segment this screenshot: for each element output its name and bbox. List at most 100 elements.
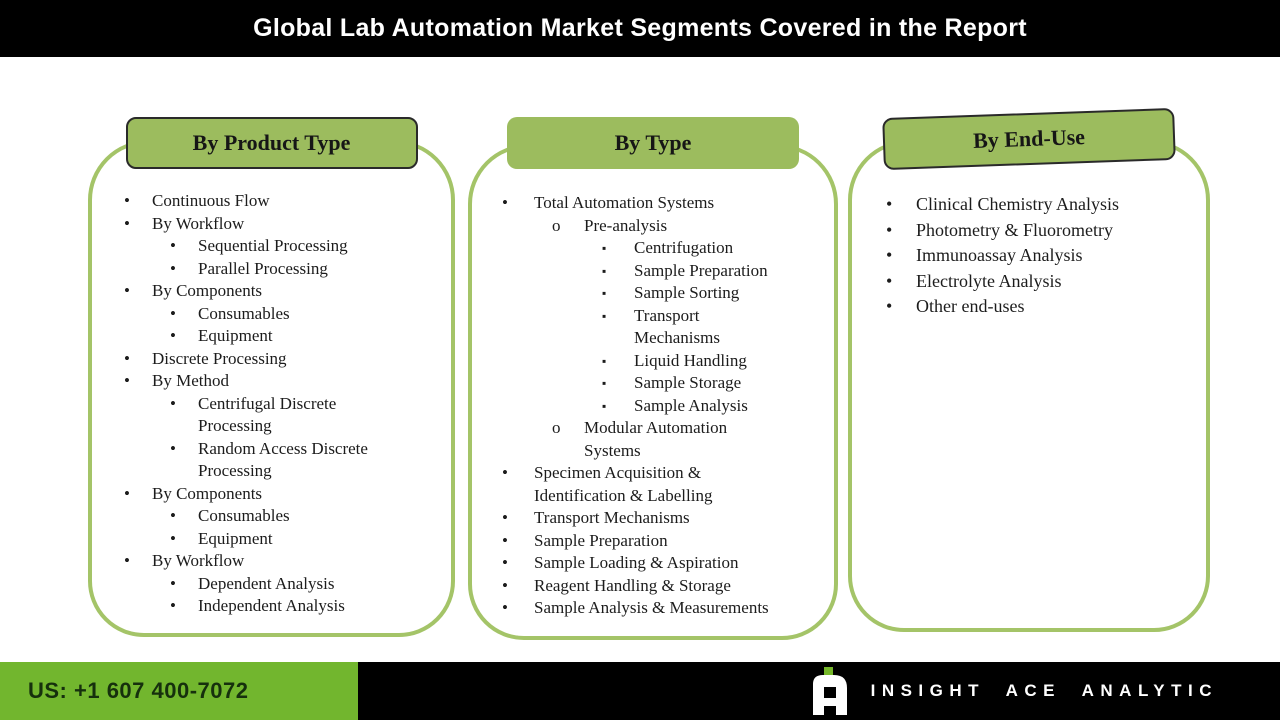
segment-item-label: By Components [152,483,263,503]
square-bullet-icon: ▪ [602,353,607,368]
segment-item: •Independent Analysis [118,595,441,618]
segment-item-label: Immunoassay Analysis [916,245,1083,265]
segment-item: •By Workflow [118,213,441,236]
segment-item: o Modular Automation Systems [496,417,822,462]
brand-logo: INSIGHT ACE ANALYTIC [812,662,1218,720]
bullet-icon: • [124,371,130,390]
segment-item-label: Parallel Processing [198,258,328,278]
segment-item-label: Sample Preparation [634,260,768,280]
bullet-icon: • [124,483,130,503]
segment-item: •Discrete Processing [118,348,441,371]
segment-item-label: Sample Analysis [634,395,748,415]
title-bar: Global Lab Automation Market Segments Co… [0,0,1280,57]
square-bullet-icon: ▪ [602,308,607,323]
bullet-icon: • [170,506,176,525]
page-title: Global Lab Automation Market Segments Co… [253,14,1027,42]
segment-item: •Other end-uses [878,294,1196,320]
panel-header-by-product-type: By Product Type [125,117,418,169]
segment-item-label: Photometry & Fluorometry [916,219,1113,240]
bullet-icon: • [502,193,508,212]
segment-item-label: Dependent Analysis [198,573,335,593]
bullet-icon: • [886,270,893,291]
bullet-icon: • [124,191,130,210]
segment-item: • Continuous Flow [118,190,441,213]
segment-item-label: Modular Automation Systems [584,418,728,460]
segment-list: •Continuous Flow•By Workflow•Sequential … [92,144,451,618]
bullet-icon: • [124,348,130,368]
segment-item: •Centrifugal Discrete Processing [118,393,441,438]
logo-green-dot-icon [823,667,833,676]
segment-item-label: Total Automation Systems [534,193,715,212]
segment-item-label: Equipment [198,528,273,548]
bullet-icon: • [170,326,176,345]
phone-number: US: +1 607 400-7072 [28,678,249,703]
segment-item-label: Sample Preparation [534,530,668,550]
bullet-icon: • [170,393,176,413]
bullet-icon: • [502,598,508,617]
segment-item-label: Random Access Discrete Processing [198,438,368,481]
bullet-icon: • [502,463,508,482]
segment-item: •Sample Preparation [496,530,822,553]
segment-item: • Total Automation Systems [496,192,822,215]
square-bullet-icon: ▪ [602,263,607,278]
segment-item: •Immunoassay Analysis [878,243,1196,269]
square-bullet-icon: ▪ [602,286,607,300]
segment-item-label: Pre-analysis [584,215,668,235]
segment-item: •Sequential Processing [118,235,441,258]
segment-item: • Dependent Analysis [118,573,441,596]
segment-item-label: Continuous Flow [152,191,270,210]
footer-bar: US: +1 607 400-7072 INSIGHT ACE ANALYTIC [0,662,1280,720]
bullet-icon: • [502,575,508,595]
bullet-icon: • [170,258,176,278]
segment-item-label: Transport Mechanisms [534,508,690,527]
circle-bullet-icon: o [552,418,561,437]
bullet-icon: • [170,438,176,458]
segment-item: • Photometry & Fluorometry [878,218,1196,244]
segment-item-label: Centrifugation [634,238,734,257]
segment-item: • Electrolyte Analysis [878,269,1196,295]
logo-a-icon [812,665,847,717]
panel-by-product-type: By Product Type •Continuous Flow•By Work… [88,117,455,637]
segment-item: •Equipment [118,325,441,348]
bullet-icon: • [886,219,893,240]
bullet-icon: • [170,303,176,323]
segment-item: •Clinical Chemistry Analysis [878,192,1196,218]
bullet-icon: • [170,573,176,593]
segment-item: •Sample Loading & Aspiration [496,552,822,575]
segment-item-label: Consumables [198,506,290,525]
bullet-icon: • [124,551,130,570]
segment-item-label: Clinical Chemistry Analysis [916,194,1119,214]
segment-item-label: By Workflow [152,551,245,570]
bullet-icon: • [170,528,176,548]
segment-item-label: Independent Analysis [198,596,345,615]
segment-item-label: Specimen Acquisition & Identification & … [534,463,713,505]
segment-item: •Sample Analysis & Measurements [496,597,822,620]
segment-item: • By Method [118,370,441,393]
panel-header-by-end-use: By End-Use [882,107,1176,171]
segment-item-label: Electrolyte Analysis [916,270,1062,291]
segment-item-label: Reagent Handling & Storage [534,575,731,595]
circle-bullet-icon: o [552,215,561,235]
bullet-icon: • [502,508,508,527]
segment-item: • Reagent Handling & Storage [496,575,822,598]
segment-item: • By Workflow [118,550,441,573]
segment-item: o Pre-analysis [496,215,822,238]
segment-item: ▪ Sample Preparation [496,260,822,283]
segment-item: • By Components [118,483,441,506]
segment-item: ▪ Sample Sorting [496,282,822,305]
square-bullet-icon: ▪ [602,398,607,413]
segment-item-label: Sample Sorting [634,283,740,302]
segment-item: ▪Liquid Handling [496,350,822,373]
segment-item-label: By Components [152,281,263,300]
segment-item: ▪Transport Mechanisms [496,305,822,350]
bullet-icon: • [502,553,508,572]
bullet-icon: • [124,281,130,300]
segment-item: • Parallel Processing [118,258,441,281]
square-bullet-icon: ▪ [602,241,607,255]
bullet-icon: • [886,296,893,316]
segment-item: ▪ Centrifugation [496,237,822,260]
segment-item: • Consumables [118,505,441,528]
segment-item: ▪ Sample Analysis [496,395,822,418]
segment-item-label: By Method [152,371,229,390]
